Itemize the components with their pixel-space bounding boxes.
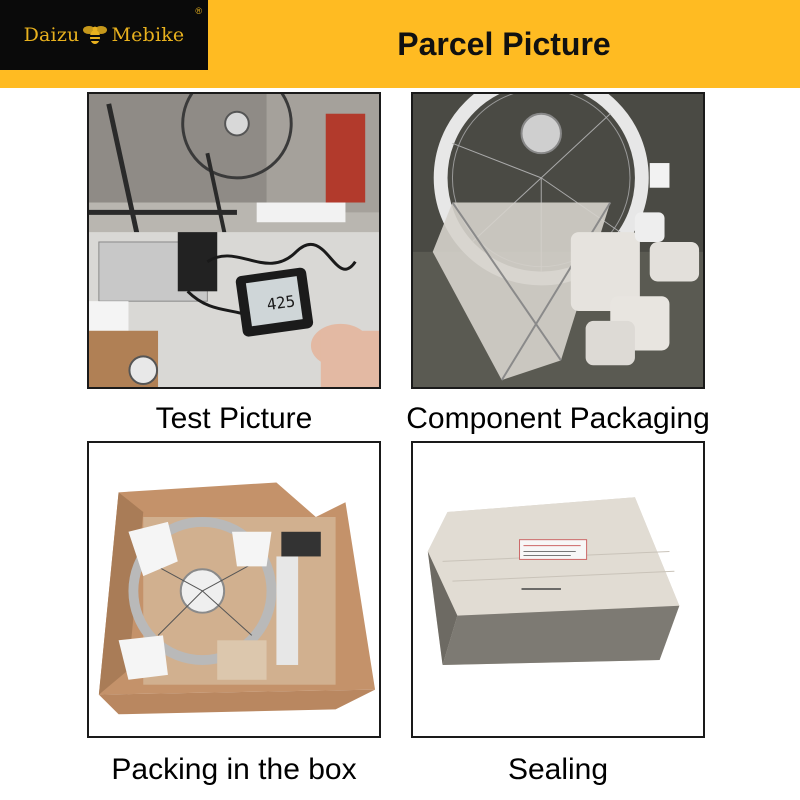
sealing-photo [411, 441, 705, 738]
sealing-caption: Sealing [507, 753, 609, 786]
packing-in-box-photo [87, 441, 381, 738]
svg-text:425: 425 [266, 291, 297, 314]
test-picture-photo: 425 [87, 92, 381, 389]
brand-name-right: Mebike [111, 24, 185, 46]
component-packaging-photo [411, 92, 705, 389]
registered-mark: ® [195, 6, 202, 16]
brand-name-left: Daizu [23, 24, 80, 46]
brand-logo: Daizu Mebike ® [0, 0, 208, 70]
packing-in-box-caption: Packing in the box [111, 753, 357, 786]
header-banner: Daizu Mebike ® Parcel Picture [0, 0, 800, 88]
bee-icon [83, 26, 108, 44]
page-title: Parcel Picture [397, 25, 611, 62]
component-packaging-caption: Component Packaging [406, 402, 710, 435]
brand-logo-text: Daizu Mebike [24, 24, 185, 46]
test-picture-caption: Test Picture [155, 402, 313, 435]
